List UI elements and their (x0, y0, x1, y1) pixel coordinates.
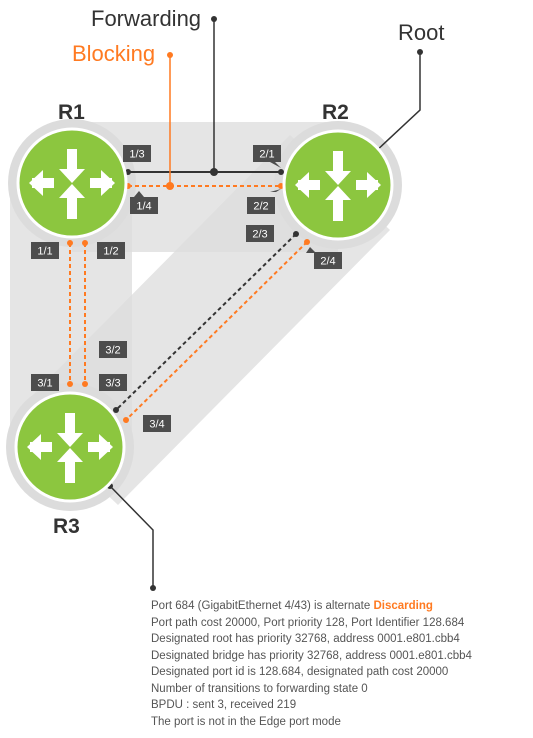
root-label: Root (398, 20, 444, 45)
svg-text:3/1: 3/1 (37, 378, 52, 390)
callout-blocking: Blocking (72, 41, 174, 190)
port-1-1: 1/1 (31, 242, 59, 259)
link-r2-r3-blocking (125, 241, 308, 421)
blocking-label: Blocking (72, 41, 155, 66)
svg-text:1/4: 1/4 (136, 201, 151, 213)
bpdu-line: BPDU : sent 3, received 219 (151, 699, 297, 711)
router-r1-label: R1 (58, 101, 85, 124)
port-3-2: 3/2 (99, 341, 127, 358)
port-labels: 1/3 1/4 2/1 2/2 2/3 2/4 1/1 (31, 145, 342, 432)
port-path-cost-line: Port path cost 20000, Port priority 128,… (151, 616, 465, 629)
svg-text:1/1: 1/1 (37, 246, 52, 258)
svg-text:2/2: 2/2 (253, 201, 268, 213)
router-r3: R3 (14, 391, 126, 538)
port-status-line: Port 684 (GigabitEthernet 4/43) is alter… (151, 600, 433, 612)
svg-text:1/3: 1/3 (129, 149, 144, 161)
links (69, 171, 308, 421)
svg-text:1/2: 1/2 (103, 246, 118, 258)
svg-text:2/4: 2/4 (320, 256, 335, 268)
svg-text:3/4: 3/4 (149, 419, 164, 431)
designated-bridge-line: Designated bridge has priority 32768, ad… (151, 649, 472, 662)
svg-text:2/1: 2/1 (259, 149, 274, 161)
port-state-discarding: Discarding (373, 600, 433, 612)
port-3-4: 3/4 (143, 415, 171, 432)
svg-text:3/3: 3/3 (105, 378, 120, 390)
port-status-text: Port 684 (GigabitEthernet 4/43) is alter… (151, 598, 531, 730)
port-1-2: 1/2 (97, 242, 125, 259)
router-r2: R2 (282, 101, 394, 241)
port-2-4: 2/4 (306, 247, 342, 269)
port-2-2: 2/2 (247, 189, 281, 214)
svg-text:2/3: 2/3 (252, 229, 267, 241)
callout-forwarding: Forwarding (91, 6, 218, 176)
router-r3-label: R3 (53, 515, 80, 538)
port-3-3: 3/3 (99, 374, 127, 391)
callout-root: Root (371, 20, 444, 156)
port-3-1: 3/1 (31, 374, 59, 391)
router-r1: R1 (16, 101, 128, 239)
forwarding-label: Forwarding (91, 6, 201, 31)
transitions-line: Number of transitions to forwarding stat… (151, 682, 368, 695)
port-2-1: 2/1 (253, 145, 281, 168)
designated-port-line: Designated port id is 128.684, designate… (151, 666, 449, 678)
port-1-4: 1/4 (130, 191, 158, 214)
port-2-3: 2/3 (246, 225, 274, 242)
designated-root-line: Designated root has priority 32768, addr… (151, 633, 460, 645)
svg-text:3/2: 3/2 (105, 345, 120, 357)
router-r2-label: R2 (322, 101, 349, 124)
edge-port-line: The port is not in the Edge port mode (151, 715, 341, 728)
port-1-3: 1/3 (123, 145, 151, 162)
